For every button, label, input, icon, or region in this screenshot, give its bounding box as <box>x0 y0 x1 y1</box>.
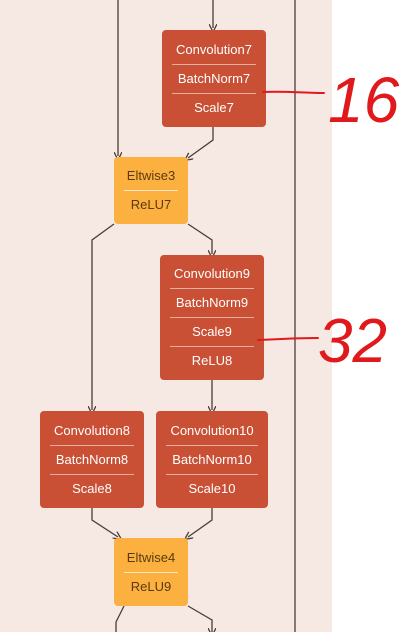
edge-elt3-block8 <box>92 223 115 410</box>
node-label: Eltwise3 <box>126 168 176 183</box>
node-eltwise4[interactable]: Eltwise4 ReLU9 <box>114 538 188 606</box>
node-label: ReLU7 <box>124 190 178 219</box>
annotation-16: 16 <box>328 64 400 136</box>
node-eltwise3[interactable]: Eltwise3 ReLU7 <box>114 157 188 224</box>
node-label: Convolution10 <box>170 422 254 438</box>
node-block9[interactable]: Convolution9 BatchNorm9 Scale9 ReLU8 <box>160 255 264 380</box>
node-label: BatchNorm7 <box>172 63 256 93</box>
graph-edges <box>0 0 296 632</box>
node-label: ReLU8 <box>170 346 254 375</box>
annotation-dash-32 <box>257 337 319 341</box>
edge-elt3-block9 <box>187 223 212 254</box>
node-block7[interactable]: Convolution7 BatchNorm7 Scale7 <box>162 30 266 127</box>
node-block8[interactable]: Convolution8 BatchNorm8 Scale8 <box>40 411 144 508</box>
edge-block10-elt4 <box>188 508 213 537</box>
annotation-dash-16 <box>262 90 325 94</box>
node-label: BatchNorm8 <box>50 444 134 474</box>
annotation-32: 32 <box>318 307 387 376</box>
node-label: ReLU9 <box>124 571 178 601</box>
node-label: Scale10 <box>166 473 258 503</box>
edge-block8-elt4 <box>91 508 118 537</box>
node-label: Scale7 <box>172 92 256 122</box>
edge-block7-elt3 <box>188 127 214 158</box>
edge-elt4-out-right <box>187 605 212 632</box>
node-block10[interactable]: Convolution10 BatchNorm10 Scale10 <box>156 411 268 508</box>
node-label: Scale8 <box>50 473 134 503</box>
node-label: Eltwise4 <box>126 549 176 565</box>
node-label: Scale9 <box>170 317 254 346</box>
node-label: BatchNorm9 <box>170 288 254 317</box>
node-label: Convolution7 <box>176 41 252 57</box>
node-label: Convolution9 <box>174 266 250 281</box>
node-label: Convolution8 <box>54 422 130 438</box>
node-label: BatchNorm10 <box>166 444 258 474</box>
edge-elt4-out-left <box>115 605 125 632</box>
